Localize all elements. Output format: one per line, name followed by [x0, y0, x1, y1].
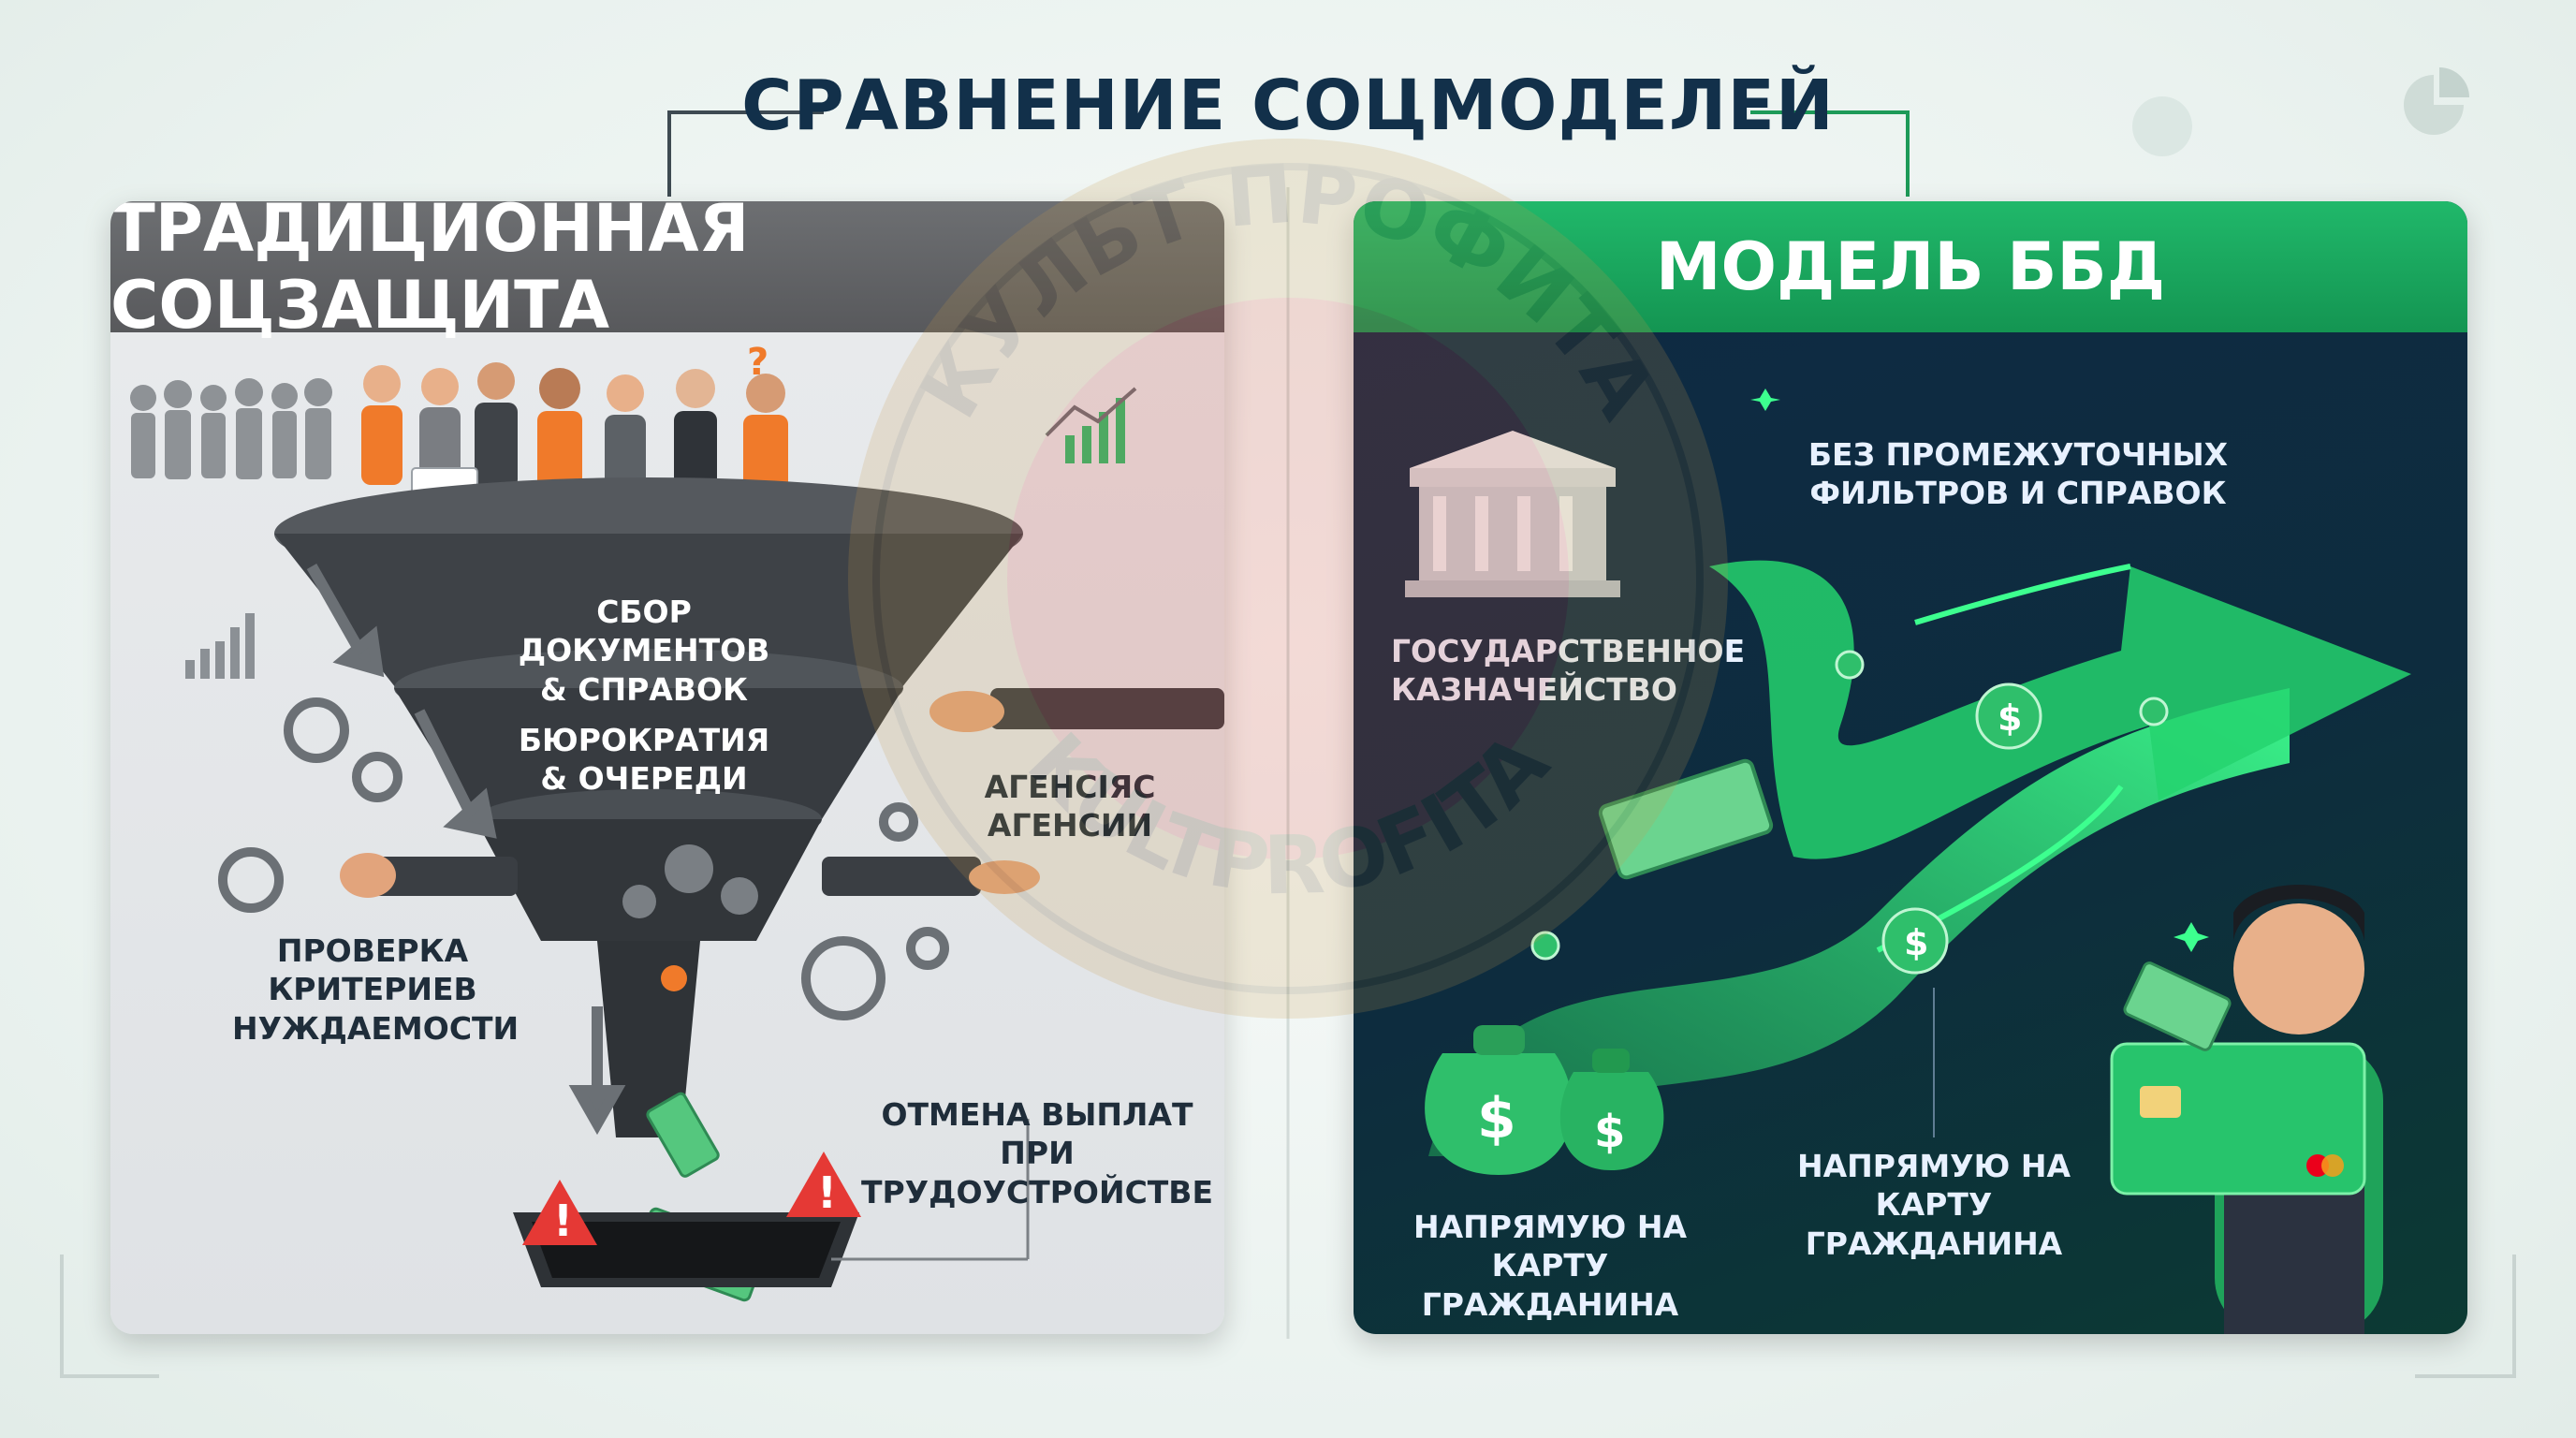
trend-line — [1045, 387, 1137, 437]
docs-label: СБОР ДОКУМЕНТОВ & СПРАВОК — [518, 594, 770, 708]
money-flow-illustration: $ $ $ $ — [1405, 389, 2411, 1334]
svg-text:$: $ — [1477, 1086, 1516, 1152]
direct-to-card-label-1: НАПРЯМУЮ НА КАРТУ ГРАЖДАНИНА — [1412, 1209, 1688, 1323]
bar-chart-icon — [185, 613, 255, 679]
money-bag-icons: $ $ — [1425, 1025, 1664, 1175]
traditional-panel: ТРАДИЦИОННАЯ СОЦЗАЩИТА ? — [110, 201, 1224, 1334]
treasury-label: ГОСУДАРСТВЕННОЕ КАЗНАЧЕЙСТВО — [1391, 633, 1746, 709]
bureaucracy-label: БЮРОКРАТИЯ & ОЧЕРЕДИ — [518, 722, 770, 798]
dollar-icon: $ — [1998, 697, 2022, 739]
question-mark-icon: ? — [747, 341, 768, 384]
no-filters-label: БЕЗ ПРОМЕЖУТОЧНЫХ ФИЛЬТРОВ И СПРАВОК — [1808, 436, 2229, 512]
trend-chart-icon — [1065, 398, 1125, 463]
funnel-illustration: ? — [130, 341, 1224, 1302]
citizen-person-icon — [2215, 885, 2383, 1334]
agencies-label: АГЕНСІЯС АГЕНСИИ — [984, 769, 1156, 844]
funnel-icon — [274, 477, 1023, 1137]
traditional-panel-header: ТРАДИЦИОННАЯ СОЦЗАЩИТА — [110, 201, 1224, 344]
svg-text:!: ! — [817, 1167, 837, 1218]
dollar-icon: $ — [1904, 922, 1928, 963]
direct-to-card-label-2: НАПРЯМУЮ НА КАРТУ ГРАЖДАНИНА — [1796, 1148, 2071, 1262]
criteria-label: ПРОВЕРКА КРИТЕРИЕВ НУЖДАЕМОСТИ — [232, 932, 520, 1047]
money-flow-ribbon — [1428, 688, 2290, 1156]
bank-card-icon — [2110, 1042, 2366, 1196]
grabbing-hand-icons — [340, 688, 1224, 898]
gear-icons — [622, 844, 758, 991]
money-bill-icon — [2123, 961, 2232, 1051]
ubi-panel-header: МОДЕЛЬ ББД — [1354, 201, 2467, 332]
outside-gear-icons — [218, 697, 949, 1020]
down-arrow-icons — [306, 564, 626, 1136]
big-arrow-icon — [1709, 560, 2411, 859]
svg-text:$: $ — [1594, 1106, 1625, 1158]
drain-bin-icon — [513, 1212, 859, 1287]
warning-icons: ! ! — [522, 1152, 861, 1246]
sparkle-icons — [1750, 389, 2209, 952]
treasury-building-icon — [1405, 431, 1620, 597]
queue-crowd — [130, 378, 332, 479]
coin-icons — [1530, 650, 2169, 975]
money-bill-icon — [1598, 758, 1774, 880]
page-title: СРАВНЕНИЕ СОЦМОДЕЛЕЙ — [741, 66, 1835, 146]
cancel-payments-label: ОТМЕНА ВЫПЛАТ ПРИ ТРУДОУСТРОЙСТВЕ — [860, 1096, 1214, 1211]
ubi-panel: МОДЕЛЬ ББД — [1354, 201, 2467, 1334]
svg-text:!: ! — [553, 1196, 573, 1246]
card-chip-icon — [2140, 1086, 2181, 1118]
